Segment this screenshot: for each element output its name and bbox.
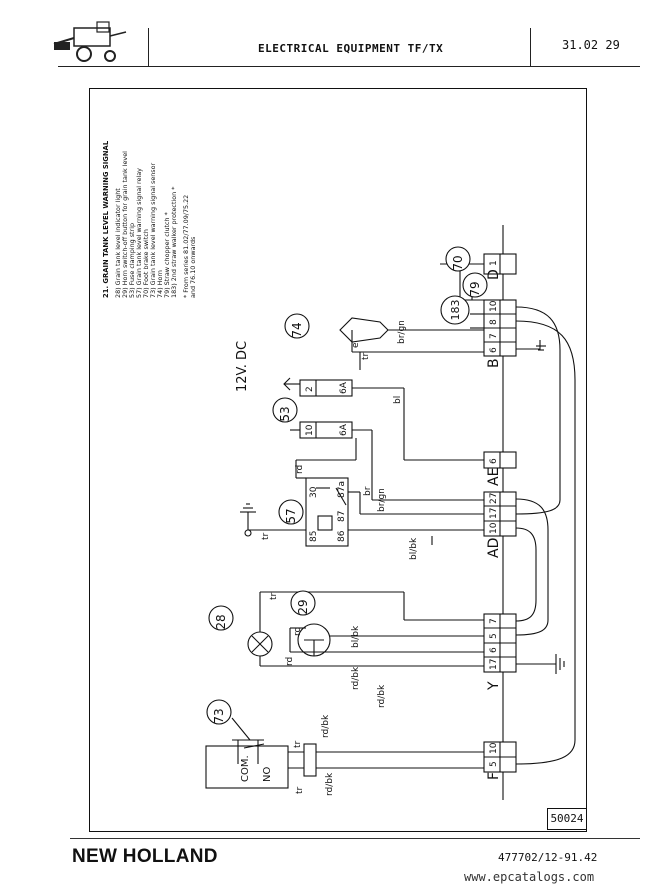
connector-AD-label: AD	[486, 538, 502, 558]
ref-70: 70	[451, 255, 465, 270]
connector-D-label: D	[486, 269, 502, 280]
wire-bl: bl	[393, 396, 403, 404]
page-header: ELECTRICAL EQUIPMENT TF/TX 31.02 29	[0, 0, 670, 70]
relay-pin-30: 30	[309, 486, 319, 498]
relay-pin-87a: 87a	[337, 481, 347, 498]
pin: 7	[489, 333, 499, 339]
wire-bl-bk-2: bl/bk	[351, 625, 361, 648]
fuse-10-rating: 6A	[339, 423, 349, 436]
ref-183: 183	[449, 300, 462, 321]
relay-pin-85: 85	[309, 531, 319, 542]
relay-pin-87: 87	[337, 511, 347, 522]
wire-rd: rd	[295, 465, 305, 474]
header-divider	[148, 28, 149, 66]
document-number: 477702/12-91.42	[498, 851, 598, 864]
legend-item: 70) Foot brake switch	[142, 229, 150, 298]
legend-item: 28) Grain tank level indicator light	[114, 188, 122, 298]
wire-br: br	[363, 486, 373, 496]
pin: 17	[489, 659, 499, 670]
wire-e: e	[351, 342, 361, 348]
wire-rd-2: rd	[293, 627, 303, 636]
ref-79: 79	[468, 281, 482, 296]
pin: 5	[489, 761, 499, 767]
legend-item: 79) Straw chopper clutch *	[163, 212, 171, 298]
pin: 6	[489, 347, 499, 353]
legend-item: 73) Grain tank level warning signal sens…	[149, 162, 157, 298]
combine-harvester-icon	[53, 21, 127, 62]
ref-74: 74	[290, 322, 304, 337]
fuse-2-rating: 6A	[339, 381, 349, 394]
diagram-frame	[89, 88, 587, 832]
website-link[interactable]: www.epcatalogs.com	[464, 870, 595, 884]
pin: 6	[489, 647, 499, 653]
pin: 10	[489, 300, 499, 312]
legend-note: * From series 81.02/77.09/75.22	[182, 195, 190, 298]
page-title: ELECTRICAL EQUIPMENT TF/TX	[258, 42, 444, 55]
legend-item: 74) Horn	[156, 270, 164, 298]
pin: 1	[489, 260, 499, 266]
pin: 27	[489, 493, 499, 504]
legend-item: 183) 2nd straw walker protection *	[170, 187, 178, 298]
sensor-com: COM.	[240, 755, 251, 782]
wire-br-gn: br/gn	[397, 320, 407, 344]
pin: 5	[489, 633, 499, 639]
wire-rd-bk-4: rd/bk	[325, 772, 335, 796]
ref-73: 73	[212, 708, 226, 723]
connector-AE-label: AE	[486, 468, 502, 486]
relay-pin-86: 86	[337, 530, 347, 542]
legend-heading: 21. GRAIN TANK LEVEL WARNING SIGNAL	[102, 140, 110, 298]
wire-br-gn-2: br/gn	[377, 488, 387, 512]
legend-item: 57) Grain tank level warning signal rela…	[135, 168, 143, 298]
page-number: 31.02 29	[562, 38, 620, 52]
ref-57: 57	[284, 508, 298, 523]
pin: 10	[489, 742, 499, 754]
pin: 6	[489, 458, 499, 464]
diagram-reference: 50024	[547, 808, 587, 830]
wire-rd-bk-3: rd/bk	[321, 714, 331, 738]
connector-B-label: B	[486, 358, 502, 368]
wire-tr: tr	[361, 352, 371, 360]
fuse-10-label: 10	[305, 424, 315, 436]
header-divider	[530, 28, 531, 66]
wire-bl-bk: bl/bk	[409, 537, 419, 560]
sensor-no: NO	[262, 767, 273, 782]
brand-logo: NEW HOLLAND	[72, 846, 218, 867]
pin: 10	[489, 522, 499, 534]
wire-tr-2: tr	[261, 532, 271, 540]
pin: 8	[489, 319, 499, 325]
wire-tr-5: tr	[295, 786, 305, 794]
fuse-2-label: 2	[305, 386, 315, 392]
pin: 17	[489, 508, 499, 519]
wire-tr-3: tr	[269, 592, 279, 600]
legend-item: 29) Horn switch-off button for grain tan…	[121, 151, 129, 298]
ref-28: 28	[214, 614, 228, 629]
legend-note: and 76.10 onwards	[189, 236, 197, 298]
wire-rd-bk-2: rd/bk	[377, 684, 387, 708]
wire-tr-4: tr	[293, 740, 303, 748]
supply-label: 12V. DC	[235, 341, 250, 392]
header-rule	[58, 66, 640, 67]
pin: 7	[489, 618, 499, 624]
footer-rule	[70, 838, 640, 839]
wire-rd-bk: rd/bk	[351, 666, 361, 690]
legend-item: 53) Fuse clamping strip	[128, 223, 136, 298]
connector-Y-label: Y	[486, 681, 502, 691]
ref-53: 53	[278, 406, 292, 421]
wire-rd-3: rd	[285, 657, 295, 666]
ref-29: 29	[296, 599, 310, 614]
connector-F-label: F	[486, 772, 502, 780]
